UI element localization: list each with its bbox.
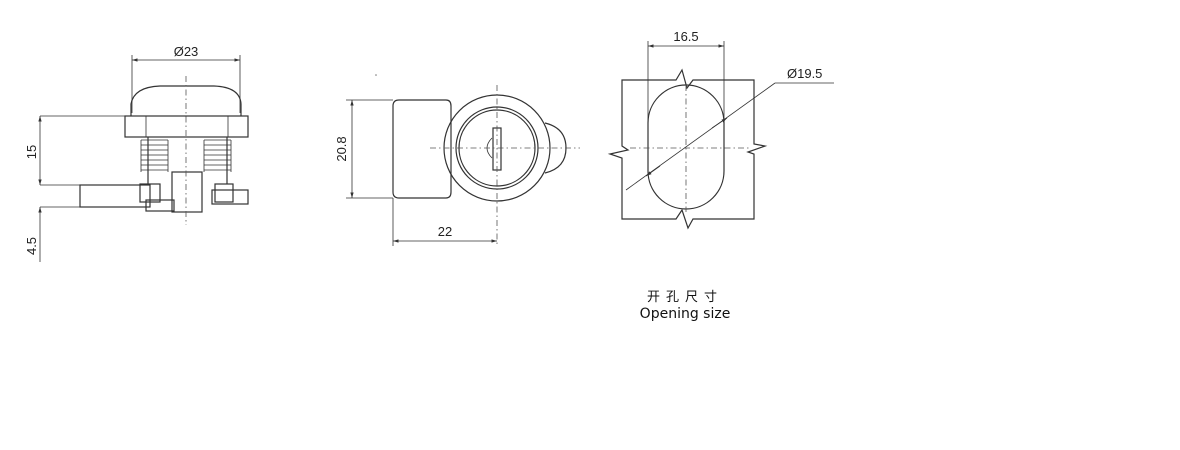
thread-left [140, 139, 169, 172]
lock-flange [124, 115, 249, 138]
spindle [171, 171, 203, 213]
opening-width-label: 16.5 [673, 29, 698, 44]
cam-base [145, 199, 175, 212]
front-view: 20.8 22 [334, 74, 580, 246]
cam-right [211, 189, 249, 205]
side-height-label: 15 [24, 145, 39, 159]
caption-english: Opening size [639, 306, 731, 322]
cam-plate [79, 184, 151, 208]
front-width-label: 22 [438, 224, 452, 239]
opening-shape [647, 84, 725, 210]
front-cam [392, 99, 452, 199]
side-view: Ø23 15 [24, 44, 249, 262]
front-height-label: 20.8 [334, 136, 349, 161]
panel-outline [607, 68, 768, 230]
opening-view: 16.5 Ø19.5 [607, 29, 834, 230]
nut-right [214, 183, 234, 203]
caption-chinese: 开孔尺寸 [646, 290, 723, 305]
thread-right [203, 139, 232, 172]
opening-diameter-label: Ø19.5 [787, 66, 822, 81]
side-diameter-label: Ø23 [174, 44, 199, 59]
side-cam-label: 4.5 [24, 237, 39, 255]
lock-cap [130, 85, 242, 116]
